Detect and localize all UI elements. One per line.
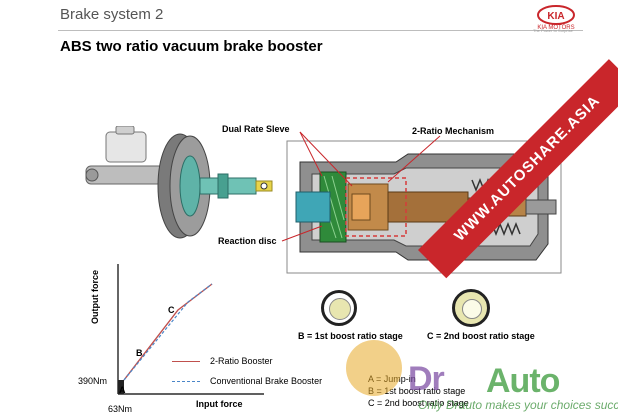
watermark-tagline: Only Drauto makes your choices success <box>418 398 618 412</box>
force-graph <box>117 264 264 395</box>
series-conventional-line <box>123 283 213 381</box>
stage-c-ring-icon <box>452 289 490 327</box>
page-title: ABS two ratio vacuum brake booster <box>60 38 323 55</box>
label-reaction-disc: Reaction disc <box>218 236 277 246</box>
booster-assembly-illustration <box>85 126 273 239</box>
legend-swatch-conventional <box>172 381 200 382</box>
brand-sub: KIA MOTORS <box>537 25 574 31</box>
watermark-logo-right: Auto <box>486 362 560 400</box>
stage-b-ring-icon <box>321 290 357 326</box>
y-axis-label: Output force <box>90 270 100 324</box>
label-dual-rate-sleeve: Dual Rate Sleve <box>222 124 290 134</box>
kia-logo: KIA KIA MOTORS <box>537 5 575 31</box>
x-value-label: 63Nm <box>108 404 133 414</box>
brand-tagline: The Power to Surprise <box>533 28 573 33</box>
region-a-label: A <box>119 385 126 395</box>
legend-swatch-2-ratio <box>172 361 200 362</box>
watermark-logo-left: Dr <box>408 360 445 398</box>
stage-b-caption: B = 1st boost ratio stage <box>298 331 403 341</box>
stage-c-caption: C = 2nd boost ratio stage <box>427 331 535 341</box>
legend-conventional-label: Conventional Brake Booster <box>210 376 323 386</box>
y-value-label: 390Nm <box>78 376 108 386</box>
legend-2-ratio-label: 2-Ratio Booster <box>210 356 273 366</box>
watermark-sun-icon <box>346 340 402 396</box>
note-line-c: C = 2nd boost ratio stage <box>368 398 469 408</box>
series-2-ratio-line <box>123 283 213 381</box>
note-line-b: B = 1st boost ratio stage <box>368 386 466 396</box>
jump-in-bar <box>118 380 124 394</box>
x-axis-label: Input force <box>196 399 243 409</box>
region-c-label: C <box>168 305 175 315</box>
header-divider <box>58 30 583 31</box>
region-b-label: B <box>136 348 143 358</box>
label-2-ratio-mechanism: 2-Ratio Mechanism <box>412 126 495 136</box>
brand-name: KIA <box>547 11 564 22</box>
section-title: Brake system 2 <box>60 6 164 23</box>
